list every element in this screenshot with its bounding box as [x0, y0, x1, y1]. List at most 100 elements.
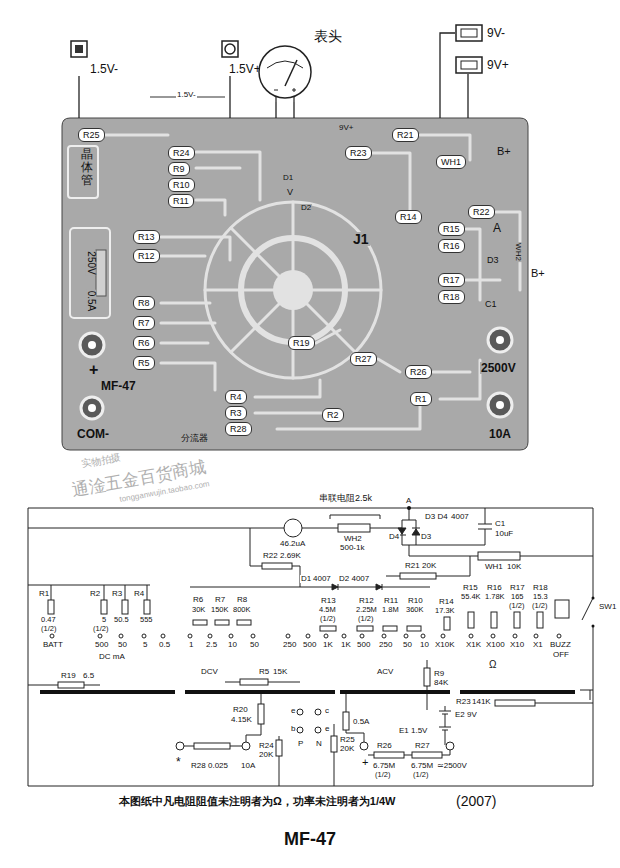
part-label: R1	[38, 590, 50, 598]
part-label: R7	[214, 596, 226, 604]
range-tap	[242, 742, 250, 750]
part-label: R8	[236, 596, 248, 604]
wire-connector	[275, 102, 276, 118]
part-label: X1K	[465, 641, 482, 649]
part-label: 2.25M	[355, 606, 378, 614]
part-number: R15	[443, 224, 460, 234]
part-label: 6.75M	[372, 762, 396, 770]
diode-symbol	[376, 584, 382, 590]
meter-pin	[276, 96, 294, 102]
battery-terminal: 9V-	[455, 24, 505, 42]
pcb-board	[62, 118, 528, 450]
resistor-part: R10	[168, 178, 195, 192]
terminal-icon	[455, 56, 483, 74]
part-label: E2	[454, 711, 466, 719]
range-tap	[161, 634, 165, 638]
resistor-part: R2	[322, 408, 344, 422]
resistor-part: R5	[133, 356, 155, 370]
part-label: 20K	[258, 751, 274, 759]
part-label: 2500V	[480, 362, 517, 374]
pcb-trace	[104, 135, 260, 215]
part-number: R22	[473, 207, 490, 217]
part-label: 10A	[488, 428, 512, 440]
part-number: R19	[293, 338, 310, 348]
part-number: R2	[327, 410, 339, 420]
part-label: 9V	[466, 711, 478, 719]
range-tap	[306, 634, 310, 638]
part-label: (1/2)	[412, 771, 429, 779]
part-label: 晶体管	[80, 148, 94, 188]
part-label: 30K	[191, 606, 206, 614]
terminal-icon	[225, 44, 235, 54]
resistor-symbol	[284, 519, 302, 537]
part-label: 500	[356, 641, 371, 649]
pcb-fitting	[68, 146, 98, 198]
part-label: R27	[414, 742, 431, 750]
part-label: 5	[142, 641, 148, 649]
resistor-symbol	[357, 626, 373, 631]
part-number: R27	[355, 354, 372, 364]
part-label: 10A	[240, 762, 256, 770]
resistor-symbol	[194, 743, 230, 749]
resistor-symbol	[400, 573, 436, 579]
part-label: 0.5A	[86, 290, 96, 313]
part-label: WH2	[514, 242, 522, 262]
part-label: 141K	[471, 698, 492, 706]
pcb-trace	[205, 202, 381, 378]
part-label: ACV	[376, 668, 394, 676]
part-label: B+	[496, 146, 512, 157]
schematic-wire	[416, 508, 492, 545]
part-label: 10uF	[494, 530, 514, 538]
part-number: R12	[138, 251, 155, 261]
part-label: (1/2)	[319, 615, 336, 623]
part-label: X1	[532, 641, 544, 649]
schematic-wire	[582, 598, 593, 620]
range-tap	[119, 634, 123, 638]
range-tap	[469, 634, 473, 638]
part-label: SW1	[598, 603, 617, 611]
resistor-part: R15	[438, 222, 465, 236]
part-label: 500	[94, 641, 109, 649]
part-label: 10	[419, 641, 430, 649]
resistor-symbol	[58, 682, 84, 688]
schematic-wire	[580, 690, 593, 700]
range-tap	[421, 634, 425, 638]
part-label: b	[290, 725, 296, 733]
resistor-symbol	[258, 704, 264, 724]
terminal-icon	[461, 29, 477, 37]
part-label: Ω	[488, 660, 497, 670]
part-label: N	[315, 740, 323, 748]
resistor-part: R6	[133, 336, 155, 350]
pcb-trace	[161, 237, 230, 390]
part-number: R6	[138, 338, 150, 348]
pcb-fitting	[496, 336, 504, 344]
terminal-icon	[455, 24, 483, 42]
schematic-wire	[439, 706, 451, 745]
part-label: R11	[383, 597, 399, 605]
part-number: R23	[350, 148, 367, 158]
resistor-symbol	[412, 752, 442, 758]
meter-movement: 表头	[252, 28, 342, 102]
resistor-symbol	[237, 620, 251, 625]
part-label: 55.4K	[460, 593, 482, 601]
part-label: WH1	[484, 563, 504, 571]
part-label: 250	[282, 641, 297, 649]
part-label: 0.47	[40, 616, 57, 624]
part-label: 1.8M	[381, 606, 400, 614]
part-label: R18	[532, 584, 549, 592]
resistor-part: R22	[468, 205, 495, 219]
part-label: DC mA	[98, 653, 126, 661]
meter-pin	[274, 88, 296, 92]
schematic-wire	[28, 508, 593, 786]
part-label: 17.3K	[434, 607, 456, 615]
part-label: D3	[420, 533, 432, 541]
resistor-symbol	[468, 612, 474, 628]
part-label: (1/2)	[531, 602, 548, 610]
resistor-part: R28	[225, 422, 252, 436]
resistor-part: R26	[405, 365, 432, 379]
part-number: R7	[138, 318, 150, 328]
range-bar	[592, 597, 595, 600]
range-bar	[340, 690, 450, 694]
part-label: 50	[402, 641, 413, 649]
part-label: COM-	[76, 428, 110, 440]
